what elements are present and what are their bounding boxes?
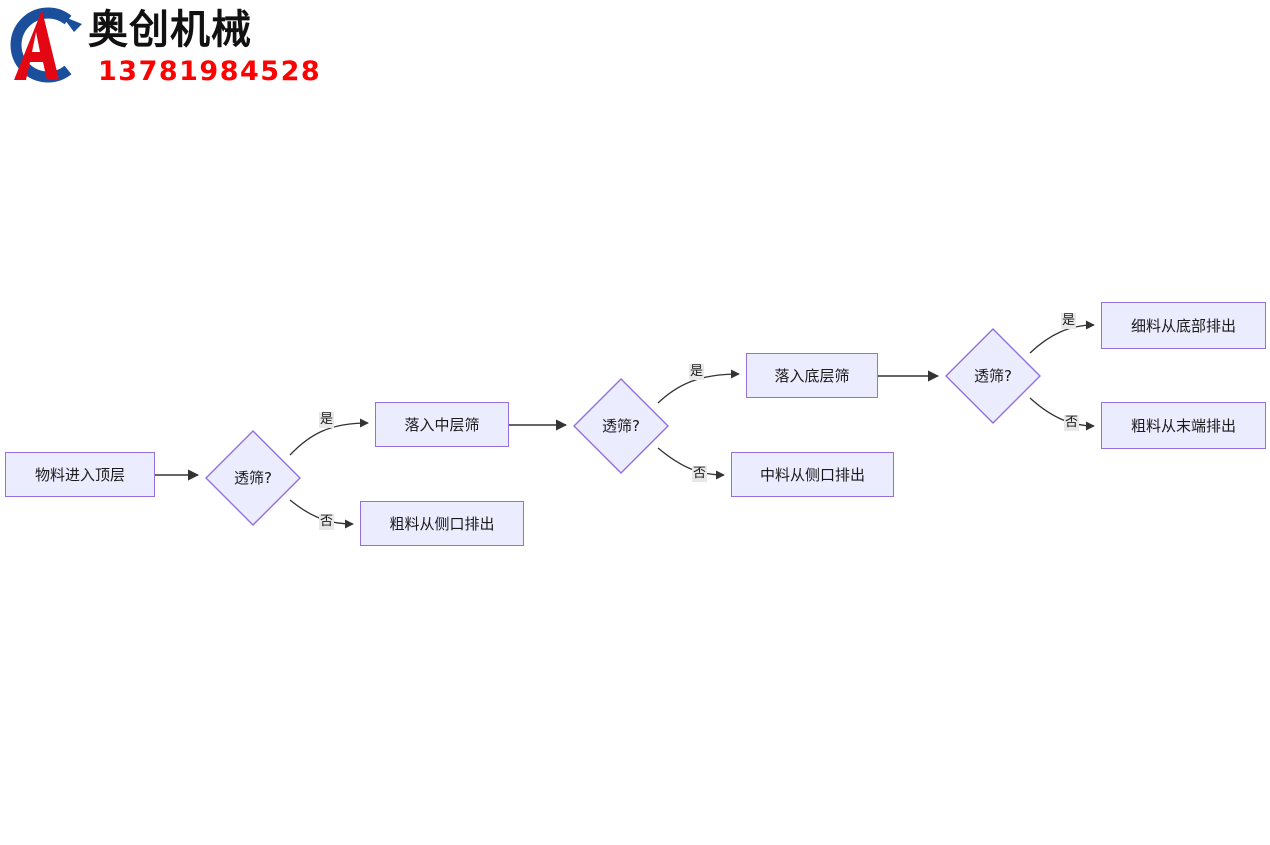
node-medium-material-side-outlet[interactable]: 中料从侧口排出 <box>731 452 894 497</box>
brand-phone-number: 13781984528 <box>98 56 322 87</box>
node-label: 透筛? <box>974 367 1012 385</box>
edge-label-no-3: 否 <box>1064 415 1080 431</box>
node-label: 粗料从侧口排出 <box>389 514 495 533</box>
node-label: 粗料从末端排出 <box>1130 416 1236 435</box>
diamond-shape <box>945 328 1041 424</box>
node-coarse-material-side-outlet[interactable]: 粗料从侧口排出 <box>360 501 524 546</box>
edge-label-no-1: 否 <box>319 514 335 530</box>
node-label: 中料从侧口排出 <box>759 465 865 484</box>
brand-name: 奥创机械 <box>88 7 252 53</box>
node-decision-screen-pass-1[interactable]: 透筛? <box>205 430 301 526</box>
edge-label-yes-3: 是 <box>1061 313 1077 329</box>
brand-header: 奥创机械 13781984528 <box>0 0 320 96</box>
node-decision-screen-pass-3[interactable]: 透筛? <box>945 328 1041 424</box>
node-label: 透筛? <box>234 469 272 487</box>
node-material-enters-top-layer[interactable]: 物料进入顶层 <box>5 452 155 497</box>
node-label: 物料进入顶层 <box>34 465 125 484</box>
aochuang-a-c-logo-icon <box>2 2 88 88</box>
diamond-shape <box>573 378 669 474</box>
edge-label-yes-1: 是 <box>319 412 335 428</box>
edge-label-no-2: 否 <box>692 466 708 482</box>
node-label: 透筛? <box>602 417 640 435</box>
node-fine-material-bottom-outlet[interactable]: 细料从底部排出 <box>1101 302 1266 349</box>
node-label: 落入底层筛 <box>774 366 850 385</box>
node-label: 细料从底部排出 <box>1130 316 1236 335</box>
node-falls-to-middle-screen[interactable]: 落入中层筛 <box>375 402 509 447</box>
node-coarse-material-end-outlet[interactable]: 粗料从末端排出 <box>1101 402 1266 449</box>
diamond-shape <box>205 430 301 526</box>
node-decision-screen-pass-2[interactable]: 透筛? <box>573 378 669 474</box>
edge-label-yes-2: 是 <box>689 364 705 380</box>
node-falls-to-bottom-screen[interactable]: 落入底层筛 <box>746 353 878 398</box>
node-label: 落入中层筛 <box>404 415 480 434</box>
